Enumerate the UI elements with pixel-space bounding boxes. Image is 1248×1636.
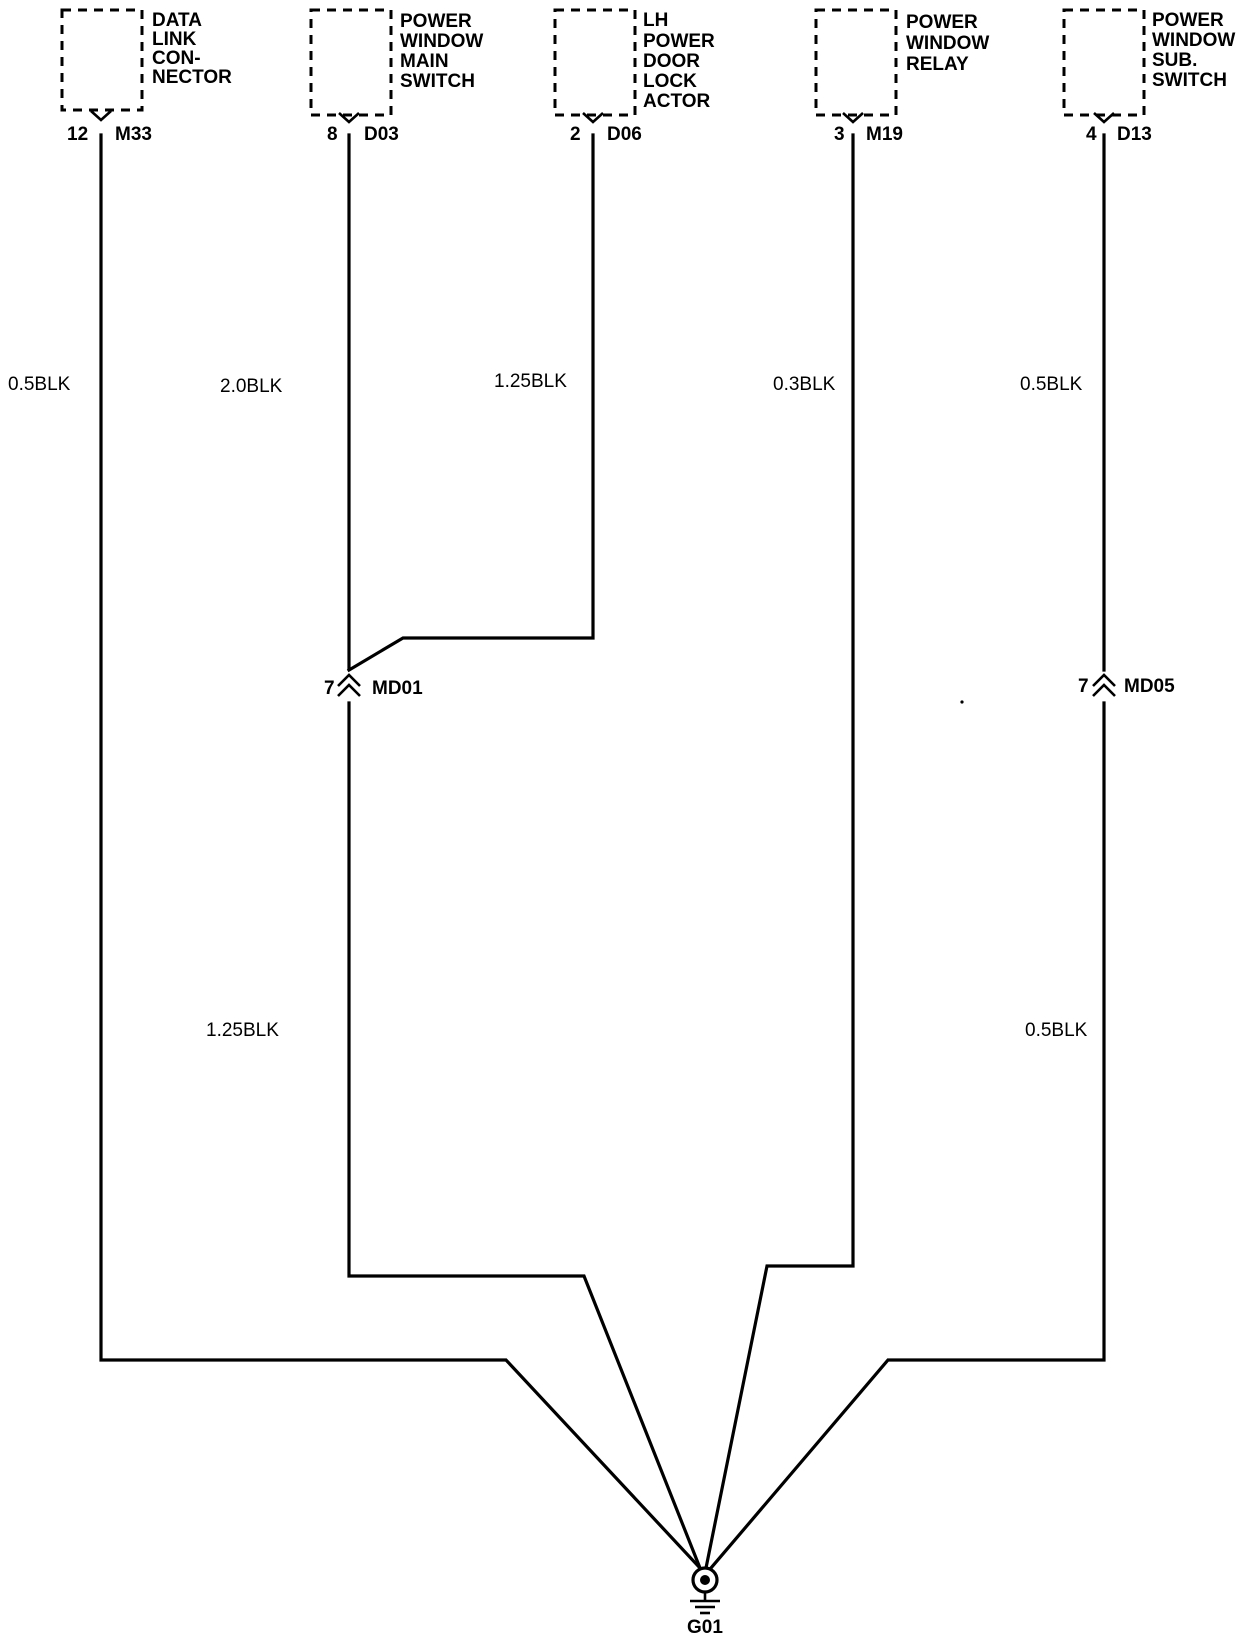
component-name-line: WINDOW xyxy=(1152,30,1235,51)
connector-terminal-icon xyxy=(842,112,864,124)
ground-terminal-dot xyxy=(700,1575,710,1585)
wire-label-d03: 2.0BLK xyxy=(220,376,283,397)
wire-d06-md01 xyxy=(346,133,595,673)
pin-number: 2 xyxy=(570,124,581,145)
connector-terminal-icon xyxy=(338,112,360,124)
wire-label-m33: 0.5BLK xyxy=(8,374,71,395)
pin-number: 8 xyxy=(327,124,338,145)
pin-number: 4 xyxy=(1086,124,1097,145)
inline-connector-icon xyxy=(337,683,361,697)
connector-id: M33 xyxy=(115,124,152,145)
component-name-line: POWER xyxy=(906,12,978,33)
component-name-line: LH xyxy=(643,10,668,31)
wire-label-md01-lower: 1.25BLK xyxy=(206,1020,279,1041)
wire-label-m19: 0.3BLK xyxy=(773,374,836,395)
inline-connector-icon xyxy=(337,673,361,687)
component-name-line: CON- xyxy=(152,48,201,69)
pin-number: 7 xyxy=(1078,676,1089,697)
inline-connector-md01: 7 MD01 xyxy=(324,673,423,699)
scan-speck xyxy=(960,700,964,704)
component-name-line: POWER xyxy=(643,31,715,52)
connector-id: D13 xyxy=(1117,124,1152,145)
inline-connector-icon xyxy=(1092,673,1116,687)
component-name-line: POWER xyxy=(400,11,472,32)
inline-connector-md05: 7 MD05 xyxy=(1078,673,1175,697)
wire-m33-ground xyxy=(99,133,703,1571)
wire-label-d13: 0.5BLK xyxy=(1020,374,1083,395)
ground-g01: G01 xyxy=(687,1566,723,1636)
component-power-window-sub-switch: POWER WINDOW SUB. SWITCH 4 D13 xyxy=(1062,8,1235,145)
connector-terminal-icon xyxy=(90,110,112,122)
component-box xyxy=(309,8,393,117)
wire-label-d06: 1.25BLK xyxy=(494,371,567,392)
component-box xyxy=(60,8,144,112)
component-name-line: MAIN xyxy=(400,51,449,72)
connector-id: MD01 xyxy=(372,678,423,699)
component-data-link-connector: DATA LINK CON- NECTOR 12 M33 xyxy=(60,8,232,145)
connector-id: D06 xyxy=(607,124,642,145)
wire-md05-ground xyxy=(708,701,1106,1571)
connector-id: MD05 xyxy=(1124,676,1175,697)
connector-terminal-icon xyxy=(1093,112,1115,124)
component-name-line: WINDOW xyxy=(400,31,483,52)
pin-number: 7 xyxy=(324,678,335,699)
component-name-line: RELAY xyxy=(906,54,969,75)
component-name-line: DOOR xyxy=(643,51,700,72)
component-name-line: DATA xyxy=(152,10,202,31)
pin-number: 12 xyxy=(67,124,88,145)
component-power-window-main-switch: POWER WINDOW MAIN SWITCH 8 D03 xyxy=(309,8,483,145)
component-name-line: LINK xyxy=(152,29,197,50)
component-box xyxy=(814,8,898,117)
component-name-line: SWITCH xyxy=(400,71,475,92)
ground-label: G01 xyxy=(687,1617,723,1636)
component-name-line: SWITCH xyxy=(1152,70,1227,91)
wire-md01-ground xyxy=(347,701,703,1571)
component-power-window-relay: POWER WINDOW RELAY 3 M19 xyxy=(814,8,989,145)
connector-id: D03 xyxy=(364,124,399,145)
component-box xyxy=(553,8,637,117)
component-name-line: LOCK xyxy=(643,71,697,92)
pin-number: 3 xyxy=(834,124,845,145)
component-name-line: POWER xyxy=(1152,10,1224,31)
inline-connector-icon xyxy=(1092,683,1116,697)
component-name-line: ACTOR xyxy=(643,91,710,112)
connector-terminal-icon xyxy=(582,112,604,124)
component-box xyxy=(1062,8,1146,117)
component-name-line: NECTOR xyxy=(152,67,232,88)
wire-m19-ground xyxy=(704,133,855,1570)
component-name-line: SUB. xyxy=(1152,50,1197,71)
component-lh-power-door-lock-actor: LH POWER DOOR LOCK ACTOR 2 D06 xyxy=(553,8,715,145)
connector-id: M19 xyxy=(866,124,903,145)
component-name-line: WINDOW xyxy=(906,33,989,54)
wire-label-md05-lower: 0.5BLK xyxy=(1025,1020,1088,1041)
